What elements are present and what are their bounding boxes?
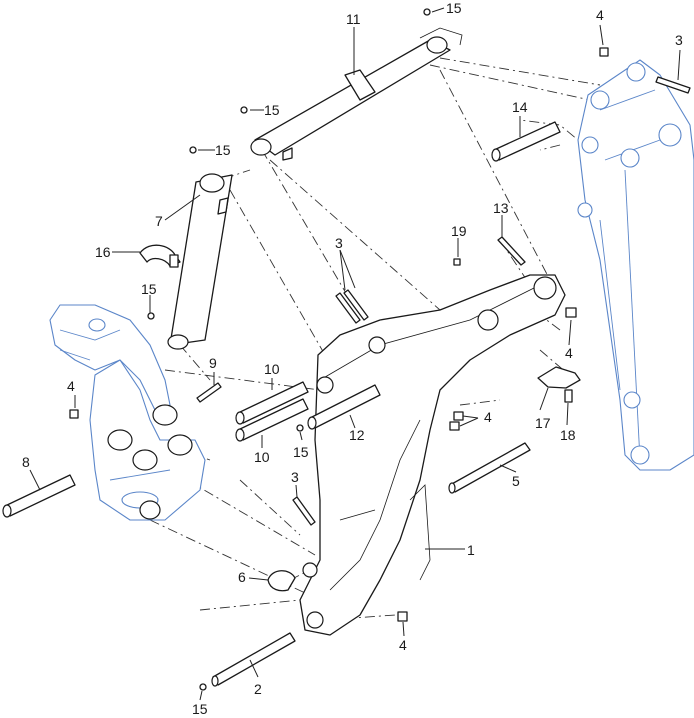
callout-10: 10 — [254, 449, 270, 465]
callout-2: 2 — [254, 681, 262, 697]
callout-7: 7 — [155, 213, 163, 229]
callout-8: 8 — [22, 454, 30, 470]
callout-5: 5 — [512, 473, 520, 489]
bolt-3-low — [292, 496, 316, 526]
callout-4: 4 — [565, 345, 573, 361]
bolt-9 — [196, 382, 222, 403]
callout-4: 4 — [484, 409, 492, 425]
nut-4-left — [69, 409, 79, 419]
callout-4: 4 — [399, 637, 407, 653]
pin-2 — [211, 632, 296, 687]
cover-6 — [267, 570, 296, 592]
callout-13: 13 — [493, 200, 509, 216]
pin-10-upper — [235, 381, 309, 425]
callout-9: 9 — [209, 355, 217, 371]
pin-12 — [307, 384, 381, 430]
callout-15: 15 — [215, 142, 231, 158]
swing-bracket-reference-outline — [49, 304, 206, 521]
bolt-13 — [497, 236, 526, 266]
callout-16: 16 — [95, 244, 111, 260]
callout-18: 18 — [560, 427, 576, 443]
boom-cylinder — [250, 27, 463, 161]
hose-clamp — [139, 244, 181, 268]
grease-nipple-15c — [189, 146, 197, 154]
bolt-3-mid-a — [335, 292, 361, 324]
callout-6: 6 — [238, 569, 246, 585]
callout-19: 19 — [451, 223, 467, 239]
pin-10-lower — [235, 398, 309, 442]
nut-4-bottom — [397, 611, 408, 622]
callout-15: 15 — [192, 701, 208, 717]
callout-10: 10 — [264, 361, 280, 377]
plate-17 — [537, 366, 581, 389]
nut-4-top — [599, 47, 609, 57]
leader-lines — [29, 7, 681, 701]
callout-3: 3 — [335, 235, 343, 251]
pin-14 — [491, 121, 561, 162]
grease-nipple-15d — [147, 312, 155, 320]
nut-4-mid-a — [453, 411, 464, 421]
callout-1: 1 — [467, 542, 475, 558]
callout-17: 17 — [535, 415, 551, 431]
callout-15: 15 — [293, 444, 309, 460]
callout-4: 4 — [596, 7, 604, 23]
callout-14: 14 — [512, 99, 528, 115]
grease-nipple-15e — [296, 424, 304, 432]
bolt-3-mid-b — [343, 289, 369, 321]
arm-reference-outline — [577, 59, 694, 471]
callout-3: 3 — [675, 32, 683, 48]
callout-3: 3 — [291, 469, 299, 485]
callout-15: 15 — [446, 0, 462, 16]
bolt-18 — [564, 389, 573, 403]
bracket-bushings — [107, 404, 193, 520]
pin-5 — [448, 442, 531, 494]
callout-12: 12 — [349, 427, 365, 443]
bolt-3-top — [655, 76, 691, 94]
grease-nipple-15a — [423, 8, 431, 16]
pin-8 — [2, 474, 76, 518]
grease-nipple-15b — [240, 106, 248, 114]
callout-15: 15 — [264, 102, 280, 118]
nut-4-right — [565, 307, 577, 318]
swing-cylinder — [167, 173, 233, 350]
callout-11: 11 — [346, 11, 361, 27]
callout-labels: 1 2 3 3 3 4 4 4 4 4 5 6 7 8 9 10 10 11 1… — [22, 0, 683, 717]
fitting-19 — [453, 258, 461, 266]
grease-nipple-15f — [199, 683, 207, 691]
callout-4: 4 — [67, 378, 75, 394]
nut-4-mid-b — [449, 421, 460, 431]
boom — [299, 274, 566, 636]
callout-15: 15 — [141, 281, 157, 297]
